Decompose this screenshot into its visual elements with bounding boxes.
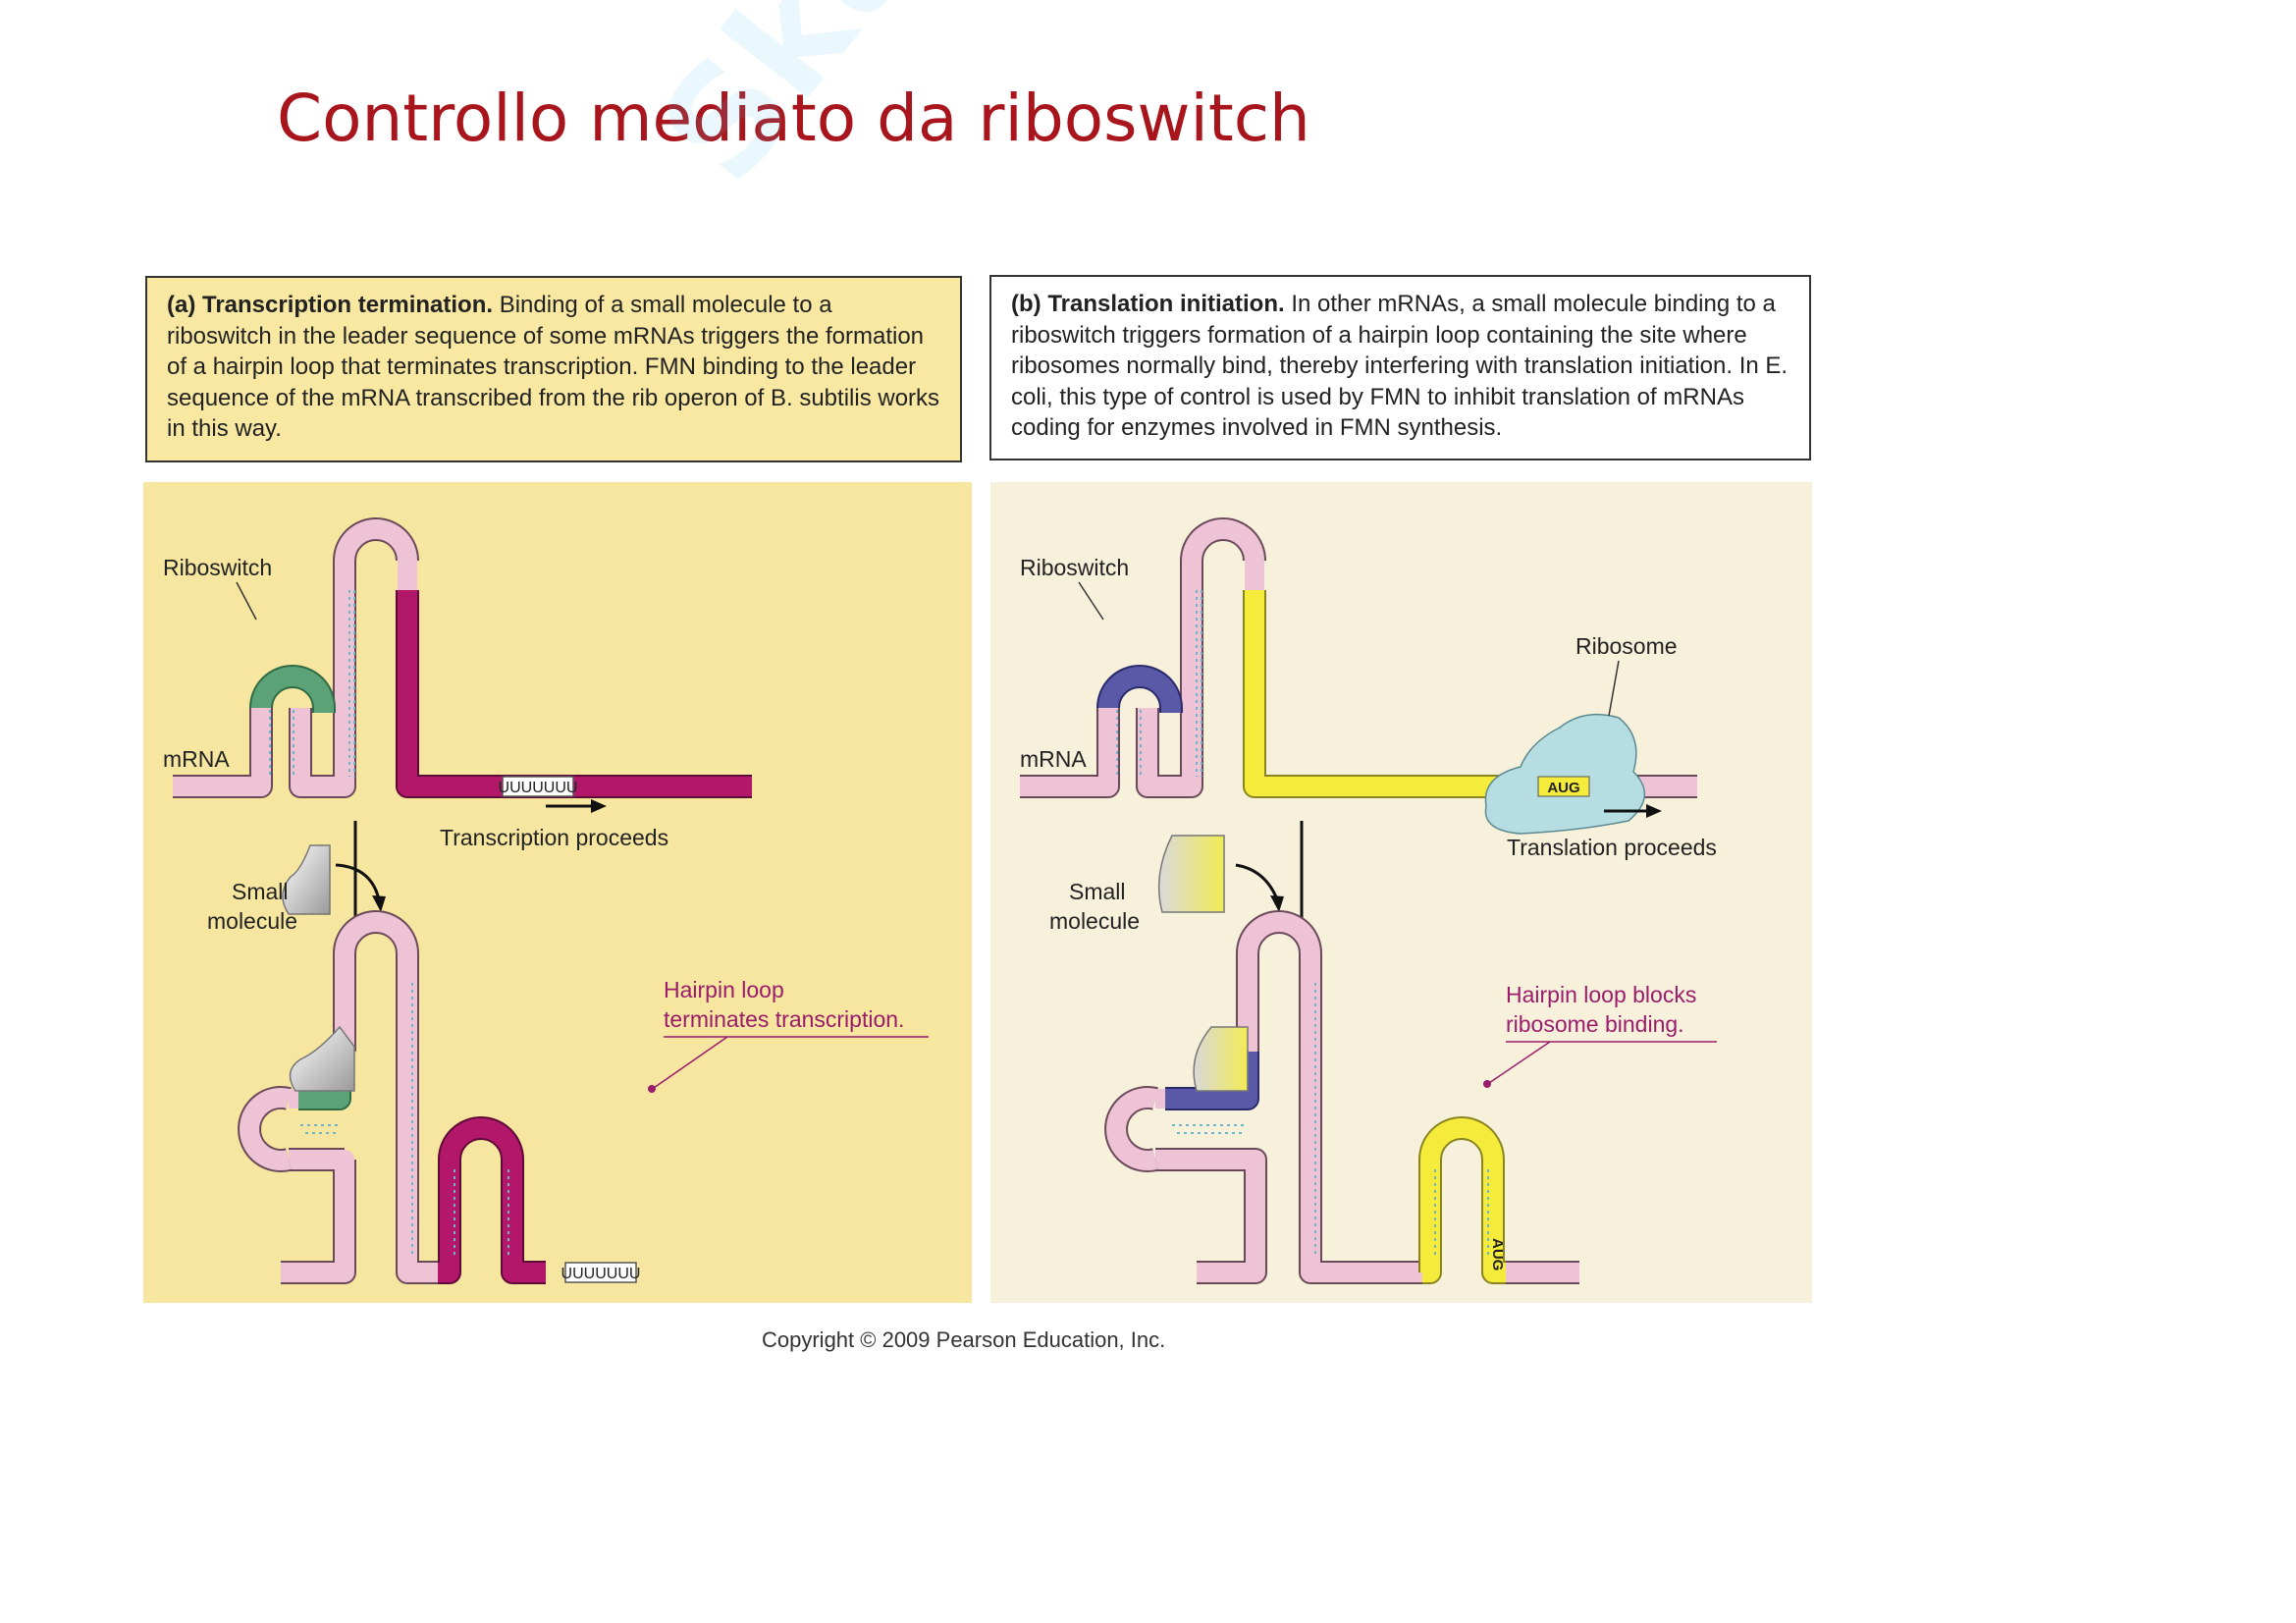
caption-b-label: (b) Translation initiation.	[1011, 291, 1285, 317]
mrna-label: mRNA	[163, 746, 230, 772]
diagram-a: UUUUUUU Transcription proceeds Riboswitc…	[163, 517, 929, 1284]
copyright-notice: Copyright © 2009 Pearson Education, Inc.	[762, 1327, 1166, 1352]
bound-small-molecule	[1193, 1026, 1249, 1092]
small-label-2: molecule	[207, 908, 297, 934]
hairpin-label-1: Hairpin loop	[664, 977, 784, 1002]
diagram-b: AUG Translation proceeds Ribosome Ribosw…	[1020, 517, 1717, 1284]
page-title: Controllo mediato da riboswitch	[277, 81, 1310, 156]
small-label-1: Small	[1069, 879, 1126, 904]
aug-label-hairpin: AUG	[1489, 1238, 1506, 1271]
caption-a-label: (a) Transcription termination.	[167, 292, 494, 318]
terminator-sequence-bottom: UUUUUUU	[561, 1266, 641, 1282]
transcription-proceeds-label: Transcription proceeds	[440, 825, 668, 850]
binding-arrow	[335, 863, 381, 900]
pointer-dot	[1483, 1080, 1491, 1088]
small-label-2: molecule	[1049, 908, 1140, 934]
binding-arrow	[1235, 863, 1279, 900]
hairpin-label-2: terminates transcription.	[664, 1006, 904, 1032]
terminator-sequence-box	[502, 776, 574, 797]
small-molecule-shape	[282, 844, 331, 915]
riboswitch-label: Riboswitch	[163, 555, 272, 580]
hairpin-label-2: ribosome binding.	[1506, 1011, 1684, 1037]
aug-label: AUG	[1547, 780, 1579, 796]
small-molecule-shape	[1157, 835, 1225, 913]
terminator-sequence: UUUUUUU	[499, 780, 578, 796]
caption-a: (a) Transcription termination. Binding o…	[145, 276, 962, 462]
caption-a-text: Binding of a small molecule to a riboswi…	[167, 292, 940, 442]
panel-translation-initiation: AUG Translation proceeds Ribosome Ribosw…	[990, 482, 1812, 1303]
hairpin-label-1: Hairpin loop blocks	[1506, 982, 1696, 1007]
caption-b-text: In other mRNAs, a small molecule binding…	[1011, 291, 1789, 441]
translation-proceeds-label: Translation proceeds	[1507, 835, 1717, 860]
caption-b: (b) Translation initiation. In other mRN…	[989, 275, 1811, 460]
panel-transcription-termination: UUUUUUU Transcription proceeds Riboswitc…	[143, 482, 972, 1303]
mrna-label: mRNA	[1020, 746, 1087, 772]
ribosome-label: Ribosome	[1575, 633, 1678, 659]
downstream-transcript	[396, 590, 752, 798]
small-label-1: Small	[232, 879, 289, 904]
riboswitch-label: Riboswitch	[1020, 555, 1129, 580]
pointer-dot	[648, 1085, 656, 1093]
bound-small-molecule	[289, 1025, 355, 1092]
mrna-strand	[173, 517, 419, 798]
ribosome-shape	[1484, 713, 1646, 835]
